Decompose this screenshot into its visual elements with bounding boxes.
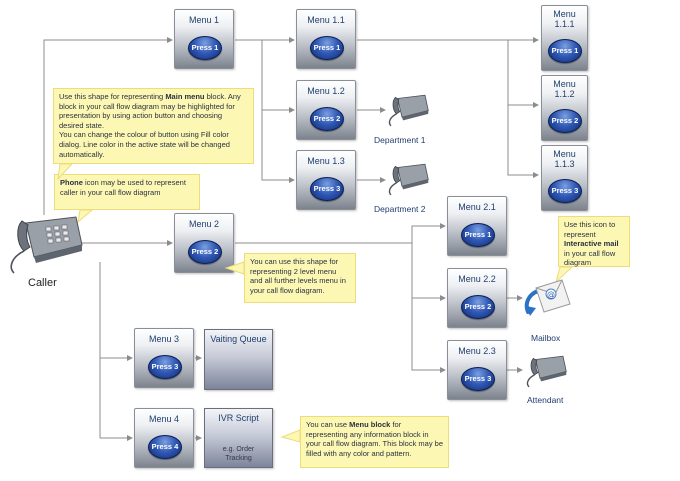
wire-menu1-menu13 xyxy=(261,110,295,183)
menu-block-note: You can use Menu block for representing … xyxy=(300,416,449,468)
wire-menu2-menu23 xyxy=(411,298,446,373)
press-1-button[interactable]: Press 1 xyxy=(461,223,495,247)
menu-2-3-block[interactable]: Menu 2.3 Press 3 xyxy=(447,340,507,400)
menu-title: Menu 1.3 xyxy=(307,156,345,166)
note-bold-text: Main menu xyxy=(165,92,205,101)
press-4-button[interactable]: Press 4 xyxy=(148,435,182,459)
note-text: block. Any block in your call flow diagr… xyxy=(59,92,241,159)
wire-menu11-menu113 xyxy=(507,105,539,178)
interactive-mail-note: Use this icon to represent Interactive m… xyxy=(558,216,630,267)
level2-menu-note: You can use this shape for representing … xyxy=(244,253,356,303)
ivr-script-block[interactable]: IVR Script e.g. Order Tracking xyxy=(204,408,273,468)
note-text: Use this shape for representing xyxy=(59,92,166,101)
wire-menu2-menu21 xyxy=(235,223,446,244)
phone-note: Phone icon may be used to represent call… xyxy=(54,174,200,210)
department-2-label: Department 2 xyxy=(374,204,426,214)
department-1-label: Department 1 xyxy=(374,135,426,145)
press-1-button[interactable]: Press 1 xyxy=(310,36,344,60)
note-text: for representing any information block i… xyxy=(306,420,443,458)
menu-1-1-2-block[interactable]: Menu 1.1.2 Press 2 xyxy=(541,75,588,141)
press-3-button[interactable]: Press 3 xyxy=(548,179,582,203)
note-text: You can use xyxy=(306,420,350,429)
note-bold-text: Menu block xyxy=(349,420,391,429)
info-subtitle: e.g. Order Tracking xyxy=(222,446,255,462)
press-1-button[interactable]: Press 1 xyxy=(548,39,582,63)
menu-2-block[interactable]: Menu 2 Press 2 xyxy=(174,213,234,273)
wire-menu1-menu12 xyxy=(261,40,295,113)
note-text: in your call flow diagram xyxy=(564,248,616,268)
menu-1-1-3-block[interactable]: Menu 1.1.3 Press 3 xyxy=(541,145,588,211)
menu-title: Menu 2.2 xyxy=(458,274,496,284)
main-menu-note: Use this shape for representing Main men… xyxy=(53,88,254,164)
menu-1-block[interactable]: Menu 1 Press 1 xyxy=(174,9,234,69)
menu-2-2-block[interactable]: Menu 2.2 Press 2 xyxy=(447,268,507,328)
press-2-button[interactable]: Press 2 xyxy=(461,295,495,319)
menu-title: Menu 1.1 xyxy=(307,15,345,25)
note-text: icon may be used to represent caller in … xyxy=(60,178,186,197)
waiting-queue-block[interactable]: Vaiting Queue xyxy=(204,329,273,390)
attendant-label: Attendant xyxy=(527,395,564,405)
menu-4-block[interactable]: Menu 4 Press 4 xyxy=(134,408,194,468)
mail-envelope-icon: @ xyxy=(522,276,572,320)
menu-title: Menu 1.1.2 xyxy=(553,79,576,99)
desk-phone-icon xyxy=(524,354,568,388)
menu-title: Menu 1.2 xyxy=(307,86,345,96)
menu-title: Menu 3 xyxy=(148,334,180,344)
menu-1-1-block[interactable]: Menu 1.1 Press 1 xyxy=(296,9,356,69)
menu-title: Menu 1 xyxy=(188,15,220,25)
wire-caller-menu1 xyxy=(43,37,173,215)
menu-1-3-block[interactable]: Menu 1.3 Press 3 xyxy=(296,150,356,210)
caller-label: Caller xyxy=(28,277,57,289)
mailbox-label: Mailbox xyxy=(531,333,561,343)
svg-text:@: @ xyxy=(547,290,555,299)
info-title: Vaiting Queue xyxy=(210,334,267,344)
note-bold-text: Interactive mail xyxy=(564,239,619,249)
press-2-button[interactable]: Press 2 xyxy=(548,109,582,133)
desk-phone-icon xyxy=(6,213,84,275)
menu-title: Menu 2.1 xyxy=(458,202,496,212)
menu-1-2-block[interactable]: Menu 1.2 Press 2 xyxy=(296,80,356,140)
press-2-button[interactable]: Press 2 xyxy=(188,240,222,264)
menu-title: Menu 1.1.1 xyxy=(553,9,576,29)
note-bold-text: Phone xyxy=(60,178,83,187)
menu-3-block[interactable]: Menu 3 Press 3 xyxy=(134,328,194,388)
press-3-button[interactable]: Press 3 xyxy=(148,355,182,379)
menu-2-1-block[interactable]: Menu 2.1 Press 1 xyxy=(447,196,507,256)
menu-title: Menu 2 xyxy=(188,219,220,229)
press-3-button[interactable]: Press 3 xyxy=(461,367,495,391)
menu-1-1-1-block[interactable]: Menu 1.1.1 Press 1 xyxy=(541,5,588,71)
menu-title: Menu 4 xyxy=(148,414,180,424)
desk-phone-icon xyxy=(386,93,430,127)
wire-menu2-menu22 xyxy=(411,243,446,301)
menu-title: Menu 2.3 xyxy=(458,346,496,356)
press-1-button[interactable]: Press 1 xyxy=(188,36,222,60)
desk-phone-icon xyxy=(386,162,430,196)
menu-title: Menu 1.1.3 xyxy=(553,149,576,169)
info-title: IVR Script xyxy=(218,413,259,423)
press-2-button[interactable]: Press 2 xyxy=(310,107,344,131)
wire-menu11-menu112 xyxy=(507,40,539,108)
note-text: You can use this shape for representing … xyxy=(250,257,346,295)
press-3-button[interactable]: Press 3 xyxy=(310,177,344,201)
note-text: Use this icon to represent xyxy=(564,220,616,239)
